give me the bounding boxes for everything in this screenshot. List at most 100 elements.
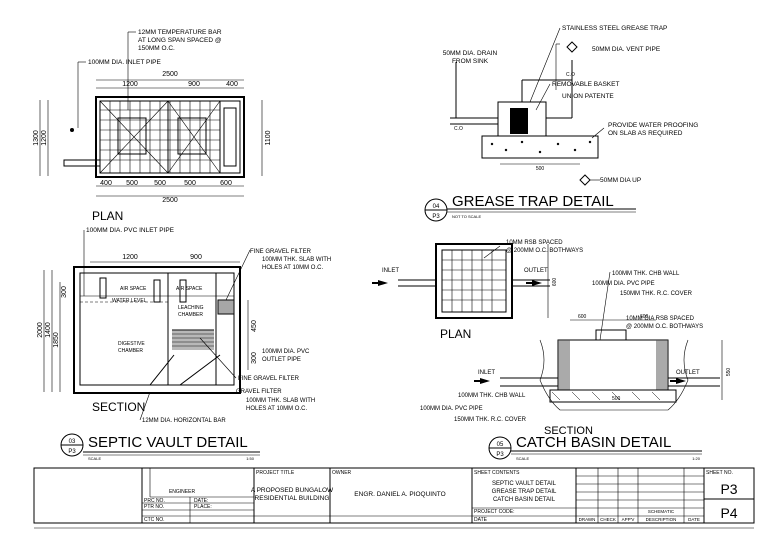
project-title-1: A PROPOSED BUNGALOW: [251, 487, 334, 494]
catch-detail-title: CATCH BASIN DETAIL: [516, 434, 671, 451]
note-rsb-1: 10MM RSB SPACED: [506, 240, 563, 246]
plan-dim-bottom-1: 400: [100, 180, 112, 187]
note-pvc-pipe-2: 100MM DIA. PVC PIPE: [420, 406, 483, 412]
section-dim-left-3: 1850: [53, 332, 60, 348]
grease-co-2: C.O: [566, 72, 575, 78]
catch-dim-d4: 550: [726, 368, 732, 377]
septic-plan: [39, 79, 263, 197]
note-up: 50MM DIA UP: [600, 177, 641, 184]
catch-dim-d2: 600: [640, 314, 649, 320]
grease-dim-base: 500: [536, 166, 545, 172]
catch-basin-section: [474, 319, 723, 411]
catch-dim-side: 600: [552, 278, 558, 287]
note-outlet-2: OUTLET PIPE: [262, 357, 301, 363]
note-stainless: STAINLESS STEEL GREASE TRAP: [562, 25, 667, 32]
catch-scale-label: SCALE: [516, 456, 529, 461]
ptr-label: PTR NO.: [144, 504, 164, 510]
grease-detail-number: 04: [433, 204, 440, 210]
note-rsb-4: @ 200MM O.C. BOTHWAYS: [626, 324, 703, 330]
note-slab-4: HOLES AT 10MM O.C.: [246, 406, 307, 412]
project-title-label: PROJECT TITLE: [256, 470, 295, 476]
plan-dim-top-1: 1200: [122, 81, 138, 88]
col-drawn: DRAWN: [579, 517, 596, 522]
plan-dim-bottom-3: 500: [154, 180, 166, 187]
plan-dim-overall-top: 2500: [162, 71, 178, 78]
catch-dim-d1: 600: [578, 314, 587, 320]
sheet-total: P4: [720, 505, 737, 521]
note-outlet-1: 100MM DIA. PVC: [262, 349, 310, 355]
grease-sheet-ref: P3: [432, 214, 440, 220]
septic-detail-title: SEPTIC VAULT DETAIL: [88, 434, 248, 451]
section-dim-small: 300: [61, 286, 68, 298]
note-pvc-pipe: 100MM DIA. PVC PIPE: [592, 281, 655, 287]
catch-inlet-label-2: INLET: [478, 370, 495, 376]
septic-scale-label: SCALE: [88, 456, 101, 461]
plan-dim-bottom-2: 500: [126, 180, 138, 187]
note-temp-bar-1: 12MM TEMPERATURE BAR: [138, 29, 222, 36]
section-dim-top-1: 1200: [122, 254, 138, 261]
catch-inlet-label: INLET: [382, 268, 399, 274]
sheet-contents-1: SEPTIC VAULT DETAIL: [492, 481, 557, 487]
grease-title-bubble: [424, 198, 636, 222]
sheet-contents-3: CATCH BASIN DETAIL: [493, 497, 556, 503]
note-slab-1: 100MM THK. SLAB WITH: [262, 257, 331, 263]
sheet-number: P3: [720, 481, 737, 497]
septic-section: [43, 261, 249, 394]
plan-title: PLAN: [92, 209, 123, 223]
ctc-label: CTC NO.: [144, 517, 165, 523]
plan-dim-overall-bottom: 2500: [162, 197, 178, 204]
col-appv: APP'V: [622, 517, 635, 522]
section-dim-right-1: 450: [251, 320, 258, 332]
note-waterproof-1: PROVIDE WATER PROOFING: [608, 122, 698, 129]
note-chb-wall-2: 100MM THK. CHB WALL: [458, 393, 526, 399]
note-rsb-2: @ 200MM O.C. BOTHWAYS: [506, 248, 583, 254]
plan-dim-top-2: 900: [188, 81, 200, 88]
septic-detail-number: 03: [69, 439, 76, 445]
note-rsb-3: 10MM DIA RSB SPACED: [626, 316, 695, 322]
section-dim-top-2: 900: [190, 254, 202, 261]
note-drain-1: 50MM DIA. DRAIN: [443, 50, 498, 57]
col-check: CHECK: [600, 517, 616, 522]
note-slab-3: 100MM THK. SLAB WITH: [246, 398, 315, 404]
label-water-level: WATER LEVEL: [112, 298, 147, 304]
title-block: [33, 467, 755, 529]
date-label: DATE:: [194, 498, 208, 504]
note-fine-gravel-2: FINE GRAVEL FILTER: [238, 376, 300, 382]
label-leaching-2: CHAMBER: [178, 312, 203, 318]
sheet-contents-2: GREASE TRAP DETAIL: [492, 489, 557, 495]
catch-outlet-label: OUTLET: [524, 268, 548, 274]
note-rc-cover: 150MM THK. R.C. COVER: [620, 291, 693, 297]
section-title: SECTION: [92, 400, 145, 414]
plan-dim-right: 1100: [265, 130, 272, 145]
sheet-contents-label: SHEET CONTENTS: [474, 470, 520, 476]
section-dim-right-2: 300: [251, 352, 258, 364]
label-digestive-1: DIGESTIVE: [118, 341, 145, 347]
catch-section-title: SECTION: [544, 425, 593, 437]
plan-dim-bottom-4: 500: [184, 180, 196, 187]
grease-detail-title: GREASE TRAP DETAIL: [452, 193, 614, 210]
prc-label: PRC NO.: [144, 498, 165, 504]
catch-title-bubble: [488, 436, 702, 460]
label-air-space: AIR SPACE: [120, 286, 147, 292]
note-horizontal-bar: 12MM DIA. HORIZONTAL BAR: [142, 418, 226, 424]
septic-sheet-ref: P3: [68, 449, 76, 455]
note-union: UNION PATENTE: [562, 93, 614, 100]
note-basket: REMOVABLE BASKET: [552, 81, 619, 88]
section-dim-left-2: 1400: [45, 322, 52, 338]
plan-dim-bottom-5: 600: [220, 180, 232, 187]
grease-co: C.O: [454, 126, 463, 132]
owner-name: ENGR. DANIEL A. PIOQUINTO: [354, 491, 445, 498]
note-gravel: GRAVEL FILTER: [236, 389, 282, 395]
catch-scale: 1:20: [692, 456, 701, 461]
date-col-label: DATE: [474, 517, 488, 523]
catch-basin-plan: [372, 243, 550, 319]
note-fine-gravel: FINE GRAVEL FILTER: [250, 249, 312, 255]
note-chb-wall: 100MM THK. CHB WALL: [612, 271, 680, 277]
col-date: DATE: [688, 517, 700, 522]
septic-title-bubble: [60, 433, 260, 457]
note-waterproof-2: ON SLAB AS REQUIRED: [608, 130, 683, 137]
plan-dim-left-inner: 1200: [41, 130, 48, 146]
plan-dim-left: 1300: [33, 130, 40, 146]
catch-sheet-ref: P3: [496, 452, 504, 458]
